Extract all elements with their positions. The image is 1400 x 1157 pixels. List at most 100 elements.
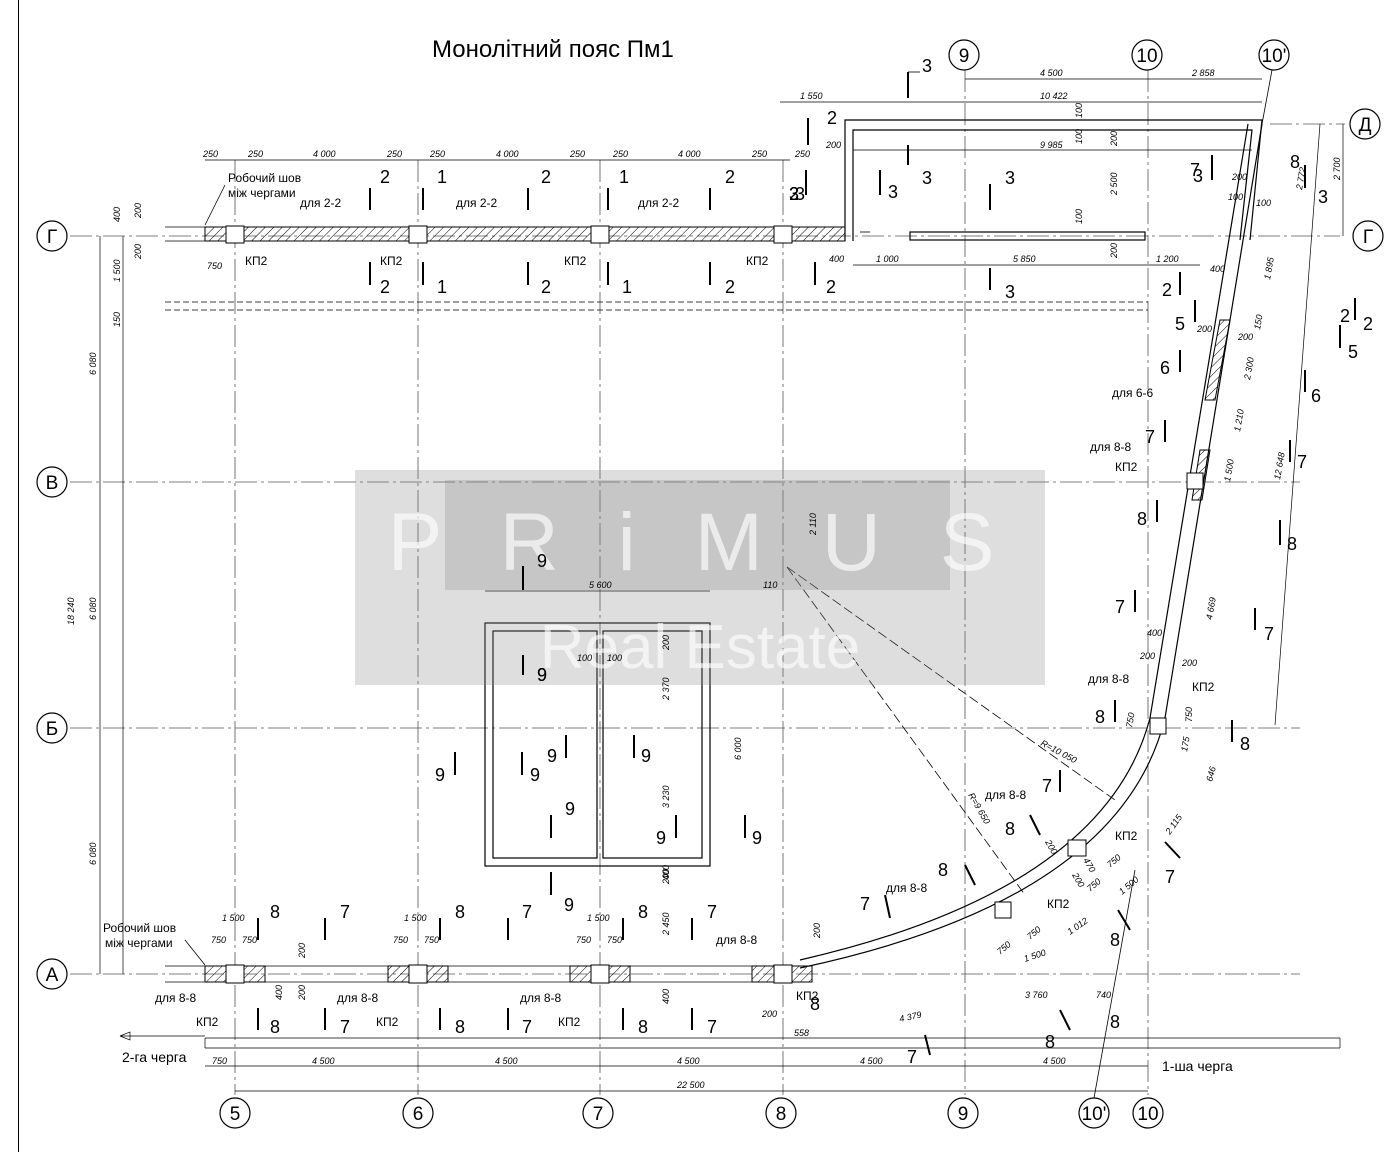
svg-text:6 080: 6 080	[88, 597, 98, 620]
svg-text:3: 3	[922, 56, 932, 76]
svg-text:200: 200	[1237, 332, 1253, 342]
svg-text:250: 250	[247, 149, 263, 159]
svg-text:5: 5	[1175, 314, 1185, 334]
svg-text:4 500: 4 500	[677, 1056, 700, 1066]
svg-text:1 550: 1 550	[800, 91, 823, 101]
svg-text:100: 100	[1228, 192, 1243, 202]
svg-text:200: 200	[661, 635, 671, 651]
top-axis-label-10prime: 10'	[1262, 46, 1287, 67]
svg-text:740: 740	[1096, 990, 1111, 1000]
queue-second-label: 2-га черга	[122, 1049, 187, 1065]
svg-text:1 500: 1 500	[222, 913, 245, 923]
svg-text:9: 9	[547, 746, 557, 766]
axis-label-8: 8	[776, 1104, 787, 1125]
svg-text:1 500: 1 500	[112, 259, 122, 282]
svg-text:200: 200	[812, 923, 822, 939]
svg-text:7: 7	[522, 902, 532, 922]
svg-text:R=10 050: R=10 050	[1039, 738, 1078, 765]
svg-text:7: 7	[1264, 624, 1274, 644]
svg-text:для 8-8: для 8-8	[337, 991, 379, 1005]
svg-text:100: 100	[1074, 103, 1084, 118]
svg-text:250: 250	[794, 149, 810, 159]
svg-text:750: 750	[212, 1056, 227, 1066]
svg-text:9: 9	[564, 895, 574, 915]
svg-text:8: 8	[938, 860, 948, 880]
svg-text:2 115: 2 115	[1163, 812, 1185, 837]
svg-text:7: 7	[522, 1017, 532, 1037]
svg-text:8: 8	[1005, 819, 1015, 839]
axis-label-D: Д	[1359, 115, 1372, 136]
svg-text:9: 9	[435, 765, 445, 785]
svg-text:5: 5	[1348, 342, 1358, 362]
notes: Робочий шов між чергами Робочий шов між …	[103, 171, 1233, 1074]
svg-text:150: 150	[112, 312, 122, 327]
svg-text:2 450: 2 450	[661, 912, 671, 936]
svg-text:6 080: 6 080	[88, 842, 98, 865]
axis-label-G-left: Г	[47, 227, 57, 248]
svg-text:9: 9	[656, 828, 666, 848]
svg-text:5 600: 5 600	[589, 580, 612, 590]
svg-text:1 000: 1 000	[876, 254, 899, 264]
svg-text:2: 2	[725, 277, 735, 297]
svg-text:4 500: 4 500	[1043, 1056, 1066, 1066]
svg-text:400: 400	[1147, 628, 1162, 638]
top-axis-label-10: 10	[1136, 46, 1157, 67]
svg-text:200: 200	[661, 869, 671, 885]
svg-text:250: 250	[202, 149, 218, 159]
svg-text:100: 100	[1074, 209, 1084, 224]
svg-text:4 500: 4 500	[312, 1056, 335, 1066]
axis-label-5: 5	[230, 1104, 241, 1125]
svg-text:4 379: 4 379	[898, 1009, 922, 1023]
svg-text:КП2: КП2	[376, 1015, 399, 1029]
top-axis-label-9: 9	[959, 46, 970, 67]
svg-text:250: 250	[751, 149, 767, 159]
svg-text:2: 2	[1162, 280, 1172, 300]
svg-text:100: 100	[1074, 129, 1084, 144]
svg-text:6: 6	[1311, 386, 1321, 406]
svg-text:400: 400	[112, 207, 122, 222]
svg-text:КП2: КП2	[380, 254, 403, 268]
svg-text:110: 110	[763, 580, 777, 590]
svg-text:для 6-6: для 6-6	[1112, 386, 1154, 400]
svg-text:8: 8	[1240, 734, 1250, 754]
dimension-texts: 750 4 500 4 500 4 500 4 500 4 500 22 500…	[66, 68, 1342, 1090]
watermark-logo: P R i M U S Real Estate	[355, 470, 1045, 685]
svg-text:9: 9	[530, 765, 540, 785]
svg-text:КП2: КП2	[746, 254, 769, 268]
svg-text:100: 100	[577, 653, 592, 663]
svg-text:150: 150	[1252, 314, 1264, 331]
watermark-primus: P R i M U S	[388, 497, 1013, 588]
svg-text:7: 7	[1190, 160, 1200, 180]
svg-text:3: 3	[1005, 168, 1015, 188]
work-seam-note-bottom-line2: між чергами	[105, 936, 173, 950]
axis-label-10: 10	[1137, 1104, 1158, 1125]
svg-text:400: 400	[661, 865, 671, 880]
svg-text:646: 646	[1204, 765, 1218, 782]
element-labels: для 2-2 для 2-2 для 2-2 КП2 КП2 КП2 КП2 …	[155, 196, 1215, 1029]
drawing-title: Монолітний пояс Пм1	[432, 36, 674, 63]
svg-text:9: 9	[537, 665, 547, 685]
axis-label-9: 9	[958, 1104, 969, 1125]
sheet-border	[18, 0, 19, 1152]
svg-text:для 8-8: для 8-8	[1088, 672, 1130, 686]
bottom-axis-markers: 5 6 7 8 9 10' 10	[219, 869, 1164, 1129]
svg-text:КП2: КП2	[1047, 897, 1070, 911]
svg-text:200: 200	[1181, 658, 1197, 668]
svg-text:1: 1	[619, 167, 629, 187]
axis-label-7: 7	[593, 1104, 604, 1125]
svg-text:200: 200	[1043, 837, 1060, 856]
svg-text:3: 3	[1005, 282, 1015, 302]
svg-text:2 300: 2 300	[1242, 356, 1256, 381]
work-seam-note-top-line1: Робочий шов	[228, 171, 301, 185]
bottom-belt-beam	[165, 964, 813, 984]
svg-text:3: 3	[789, 184, 799, 204]
svg-text:250: 250	[612, 149, 628, 159]
svg-text:558: 558	[794, 1028, 809, 1038]
svg-text:750: 750	[1105, 852, 1123, 869]
svg-text:3: 3	[795, 184, 805, 204]
svg-text:9 985: 9 985	[1040, 140, 1064, 150]
axis-label-A: А	[46, 965, 59, 986]
svg-text:1 012: 1 012	[1065, 916, 1089, 937]
work-seam-note-bottom-line1: Робочий шов	[103, 921, 176, 935]
svg-text:для 2-2: для 2-2	[638, 196, 680, 210]
